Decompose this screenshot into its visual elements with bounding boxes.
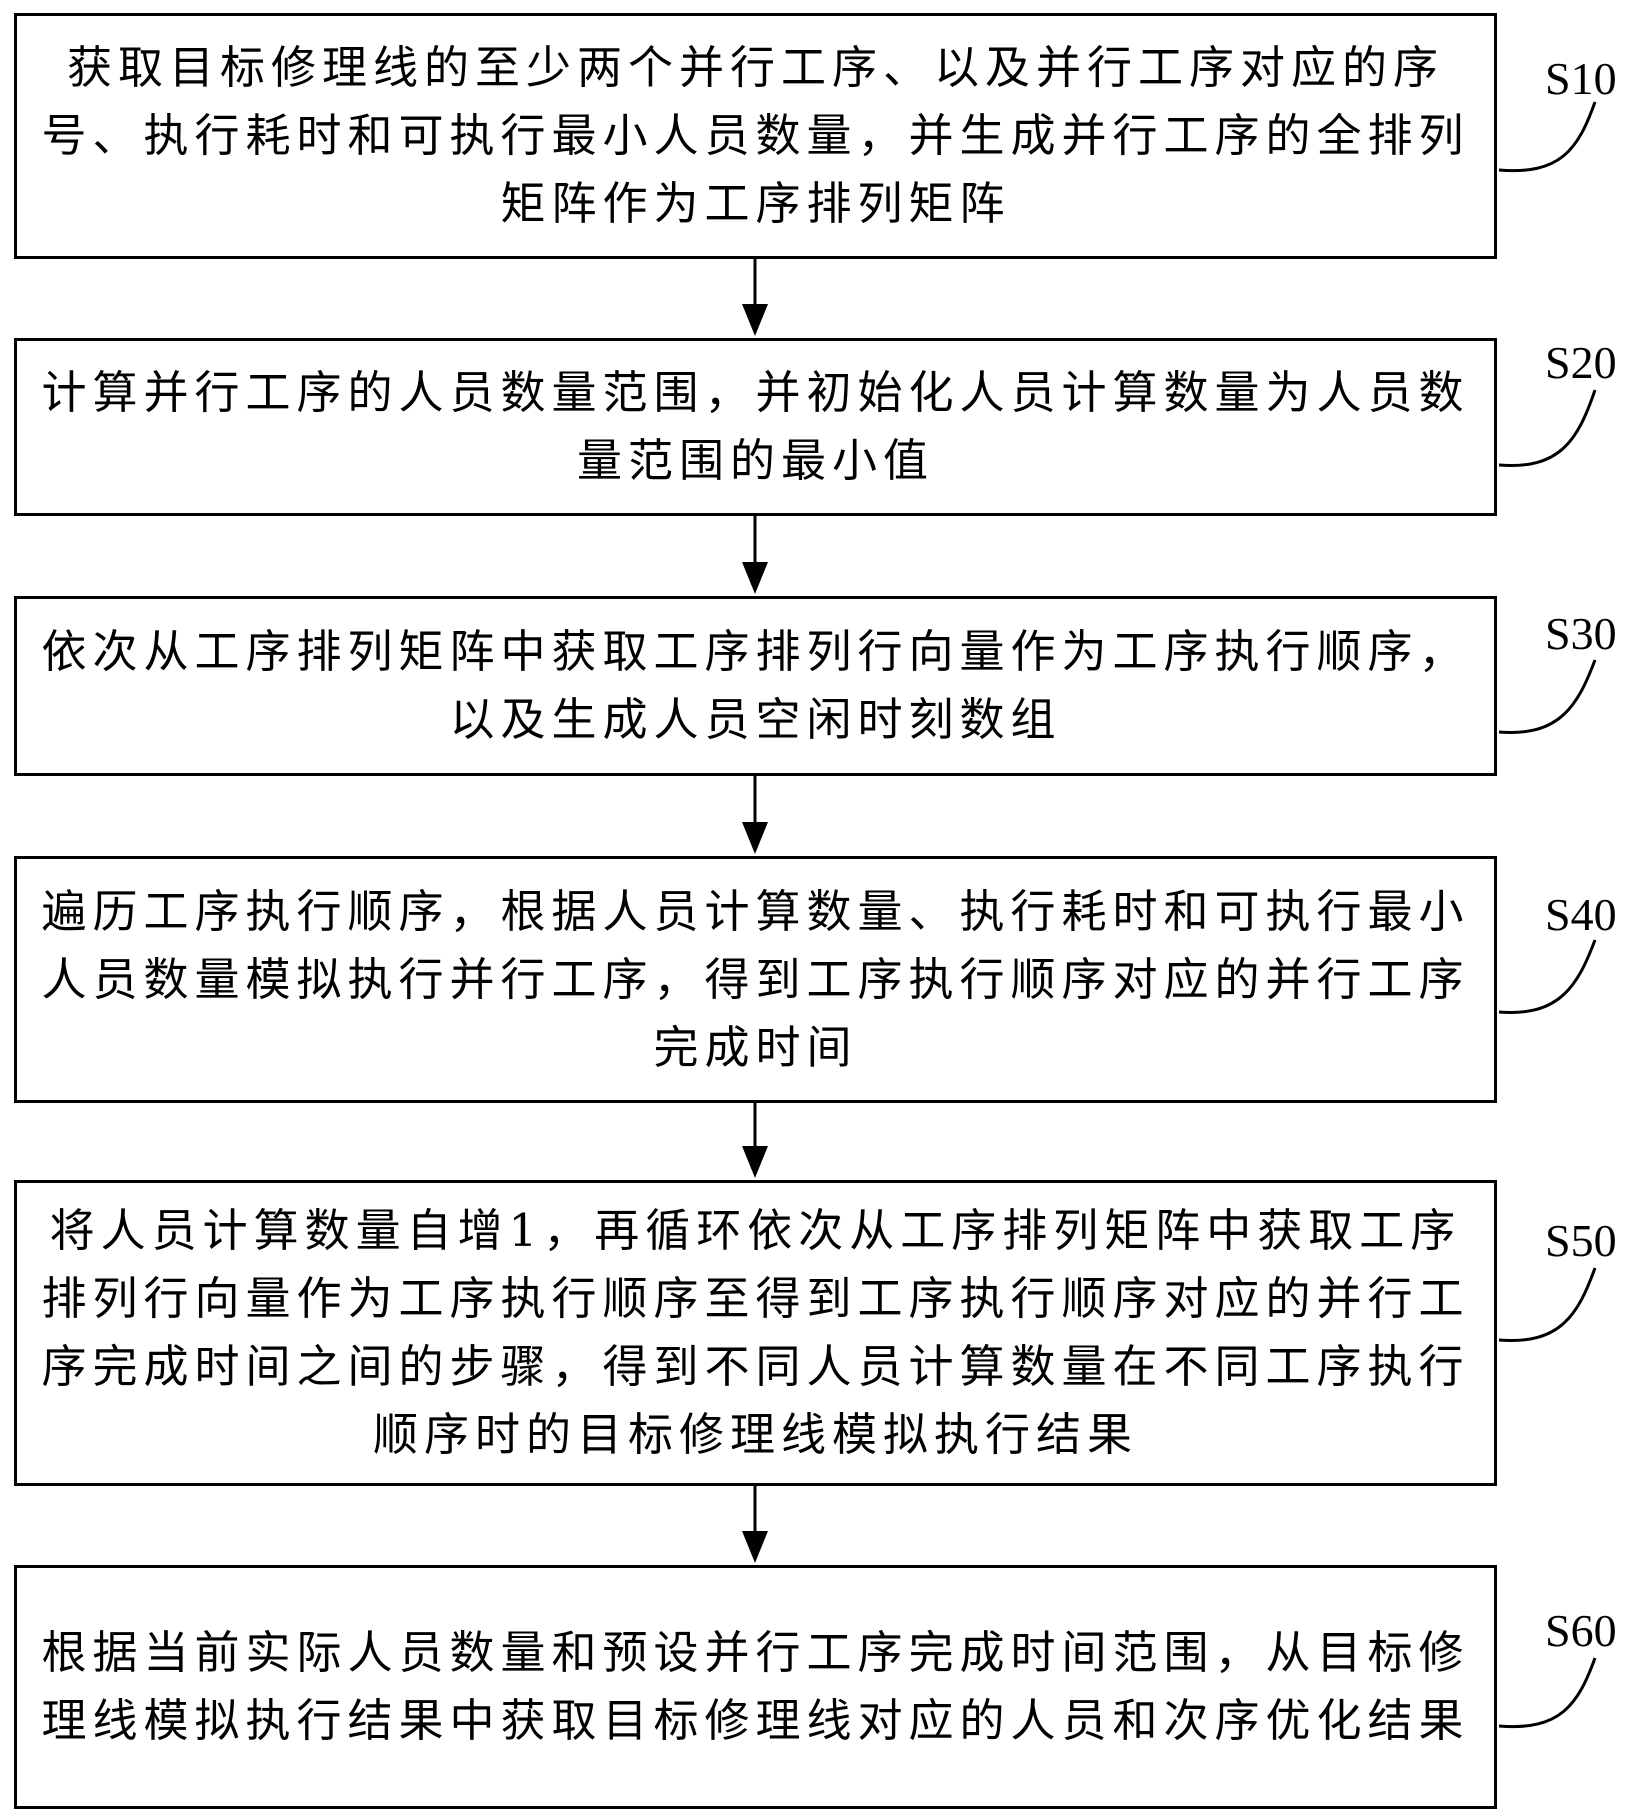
flow-arrow-s40-s50: [742, 1103, 768, 1178]
step-box-s10: 获取目标修理线的至少两个并行工序、以及并行工序对应的序号、执行耗时和可执行最小人…: [14, 13, 1497, 259]
step-label-s50: S50: [1545, 1215, 1617, 1266]
step-label-s20: S20: [1545, 337, 1617, 388]
leader-line-s30: [1498, 659, 1597, 735]
step-box-s50: 将人员计算数量自增1，再循环依次从工序排列矩阵中获取工序排列行向量作为工序执行顺…: [14, 1180, 1497, 1486]
step-text-s10: 获取目标修理线的至少两个并行工序、以及并行工序对应的序号、执行耗时和可执行最小人…: [41, 41, 1470, 230]
leader-line-s20: [1498, 389, 1597, 468]
step-text-s60: 根据当前实际人员数量和预设并行工序完成时间范围，从目标修理线模拟执行结果中获取目…: [41, 1626, 1470, 1747]
step-box-s20: 计算并行工序的人员数量范围，并初始化人员计算数量为人员数量范围的最小值: [14, 338, 1497, 516]
leader-line-s40: [1498, 939, 1597, 1015]
flow-arrow-s30-s40: [742, 776, 768, 854]
step-label-s30: S30: [1545, 608, 1617, 659]
leader-line-s60: [1498, 1657, 1597, 1729]
step-label-s10: S10: [1545, 53, 1617, 104]
step-box-s60: 根据当前实际人员数量和预设并行工序完成时间范围，从目标修理线模拟执行结果中获取目…: [14, 1565, 1497, 1809]
flow-arrow-s50-s60: [742, 1486, 768, 1563]
step-box-s40: 遍历工序执行顺序，根据人员计算数量、执行耗时和可执行最小人员数量模拟执行并行工序…: [14, 856, 1497, 1103]
step-text-s40: 遍历工序执行顺序，根据人员计算数量、执行耗时和可执行最小人员数量模拟执行并行工序…: [41, 884, 1470, 1074]
flow-arrow-s20-s30: [742, 516, 768, 594]
step-text-s30: 依次从工序排列矩阵中获取工序排列行向量作为工序执行顺序，以及生成人员空闲时刻数组: [41, 625, 1470, 746]
step-label-s60: S60: [1545, 1605, 1617, 1656]
step-box-s30: 依次从工序排列矩阵中获取工序排列行向量作为工序执行顺序，以及生成人员空闲时刻数组: [14, 596, 1497, 776]
step-text-s50: 将人员计算数量自增1，再循环依次从工序排列矩阵中获取工序排列行向量作为工序执行顺…: [41, 1204, 1470, 1461]
step-text-s20: 计算并行工序的人员数量范围，并初始化人员计算数量为人员数量范围的最小值: [41, 366, 1470, 487]
leader-line-s10: [1498, 101, 1597, 173]
flow-arrow-s10-s20: [742, 259, 768, 336]
leader-line-s50: [1498, 1267, 1597, 1343]
step-label-s40: S40: [1545, 889, 1617, 940]
